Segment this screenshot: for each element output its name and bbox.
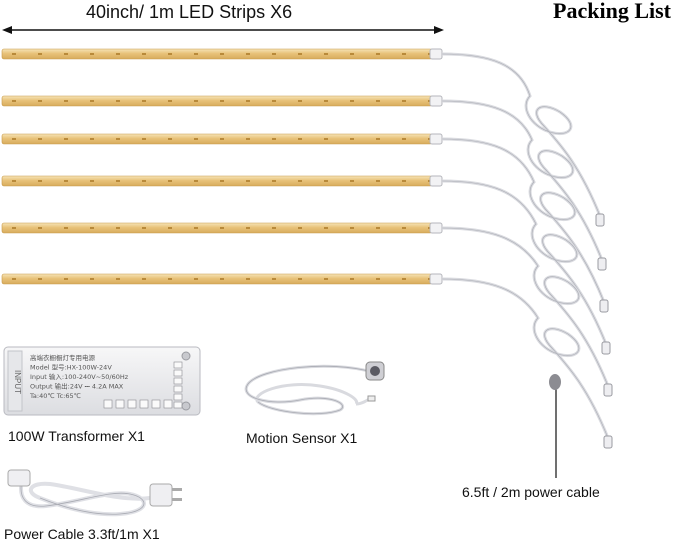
strip-cable (441, 137, 609, 313)
transformer-label-line: Output 输出:24V ⎓ 4.2A MAX (30, 382, 124, 391)
strip-cable (441, 226, 613, 397)
packing-list-title: Packing List (553, 0, 671, 23)
cable-pointer-dot (549, 374, 561, 390)
power-cable (7, 469, 182, 517)
motion-sensor (244, 361, 385, 416)
led-strip (1, 175, 443, 187)
led-strip (1, 48, 443, 60)
strip-cable (441, 277, 613, 449)
strip-cable (441, 99, 607, 271)
transformer-label-line: Input 输入:100-240V~50/60Hz (30, 372, 129, 381)
transformer-label-line: 高端衣橱橱灯专用电源 (30, 353, 96, 362)
power-cable-caption: Power Cable 3.3ft/1m X1 (4, 526, 160, 542)
transformer-input-text: INPUT (13, 370, 22, 394)
strip-cable (441, 179, 611, 355)
strip-length-label: 40inch/ 1m LED Strips X6 (86, 2, 293, 22)
transformer-label-line: Model 型号:HX-100W-24V (30, 363, 112, 372)
transformer-caption: 100W Transformer X1 (8, 428, 145, 444)
led-strip (1, 273, 443, 285)
motion-sensor-caption: Motion Sensor X1 (246, 430, 358, 446)
led-strip (1, 95, 443, 107)
dimension-arrow (2, 26, 444, 34)
led-strip (1, 222, 443, 234)
led-strip (1, 133, 443, 145)
strip-cable (441, 52, 605, 227)
led-cable-caption: 6.5ft / 2m power cable (462, 484, 600, 500)
transformer-label-line: Ta:40℃ Tc:65℃ (29, 392, 81, 400)
